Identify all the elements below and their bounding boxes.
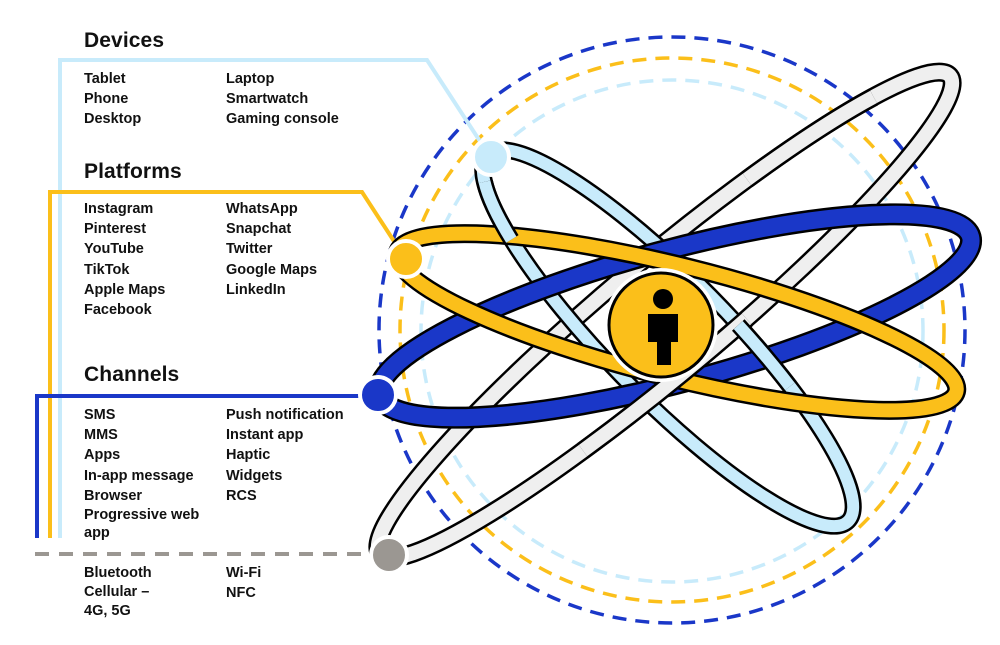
list-item: Browser: [84, 487, 143, 504]
dashed-rings: [377, 35, 967, 625]
list-item: Progressive web app: [84, 506, 200, 541]
list-item: MMS: [84, 427, 118, 444]
list-item: Widgets: [226, 467, 283, 484]
list-item: Bluetooth: [84, 565, 152, 581]
list-item: Tablet: [84, 71, 126, 87]
orbit-connectivity-front: [577, 88, 879, 459]
platforms-list-col2: WhatsApp Snapchat Twitter Google Maps Li…: [226, 199, 317, 300]
list-item: Gaming console: [226, 111, 339, 128]
channels-node[interactable]: [358, 375, 398, 415]
connectivity-list-col2: Wi-Fi NFC: [226, 563, 261, 603]
list-item: Instagram: [84, 201, 154, 217]
devices-connector: [58, 58, 489, 538]
ring-channels: [377, 35, 967, 625]
list-item: Facebook: [84, 301, 152, 318]
orbit-devices-front: [476, 179, 797, 392]
devices-list-col1: Tablet Phone Desktop: [84, 69, 141, 130]
channels-list-col2: Push notification Instant app Haptic Wid…: [226, 405, 344, 506]
list-item: Apple Maps: [84, 281, 166, 298]
devices-title: Devices: [84, 29, 165, 52]
list-item: RCS: [226, 487, 257, 504]
list-item: Cellular – 4G, 5G: [84, 584, 150, 619]
list-item: Desktop: [84, 111, 142, 128]
list-item: Phone: [84, 91, 129, 108]
list-item: Instant app: [226, 427, 304, 444]
channels-connector: [35, 394, 375, 538]
list-item: Snapchat: [226, 221, 292, 238]
list-item: Laptop: [226, 71, 275, 87]
platforms-title: Platforms: [84, 160, 182, 183]
list-item: YouTube: [84, 241, 144, 258]
connector-lines: [35, 58, 489, 556]
platforms-list-col1: Instagram Pinterest YouTube TikTok Apple…: [84, 199, 165, 320]
list-item: In-app message: [84, 467, 194, 484]
devices-node[interactable]: [471, 137, 511, 177]
nodes: [358, 137, 511, 575]
list-item: Wi-Fi: [226, 565, 262, 581]
list-item: Pinterest: [84, 221, 147, 238]
platforms-connector: [48, 190, 403, 538]
connectivity-node[interactable]: [369, 535, 409, 575]
channels-list-col1: SMS MMS Apps In-app message Browser Prog…: [84, 405, 224, 542]
ring-devices: [419, 78, 925, 584]
connectivity-list-col1: Bluetooth Cellular – 4G, 5G: [84, 563, 174, 620]
center-node: [604, 268, 718, 382]
list-item: Apps: [84, 447, 121, 464]
list-item: WhatsApp: [226, 201, 298, 217]
channels-title: Channels: [84, 363, 180, 386]
person-icon: [648, 289, 678, 365]
devices-list-col2: Laptop Smartwatch Gaming console: [226, 69, 339, 130]
ring-platforms: [398, 56, 946, 604]
platforms-node[interactable]: [386, 239, 426, 279]
list-item: Twitter: [226, 241, 273, 258]
list-item: Google Maps: [226, 261, 318, 278]
list-item: Push notification: [226, 407, 344, 423]
list-item: Smartwatch: [226, 91, 309, 108]
list-item: TikTok: [84, 261, 130, 278]
list-item: NFC: [226, 585, 256, 602]
list-item: Haptic: [226, 447, 271, 464]
list-item: LinkedIn: [226, 281, 286, 298]
list-item: SMS: [84, 407, 116, 423]
